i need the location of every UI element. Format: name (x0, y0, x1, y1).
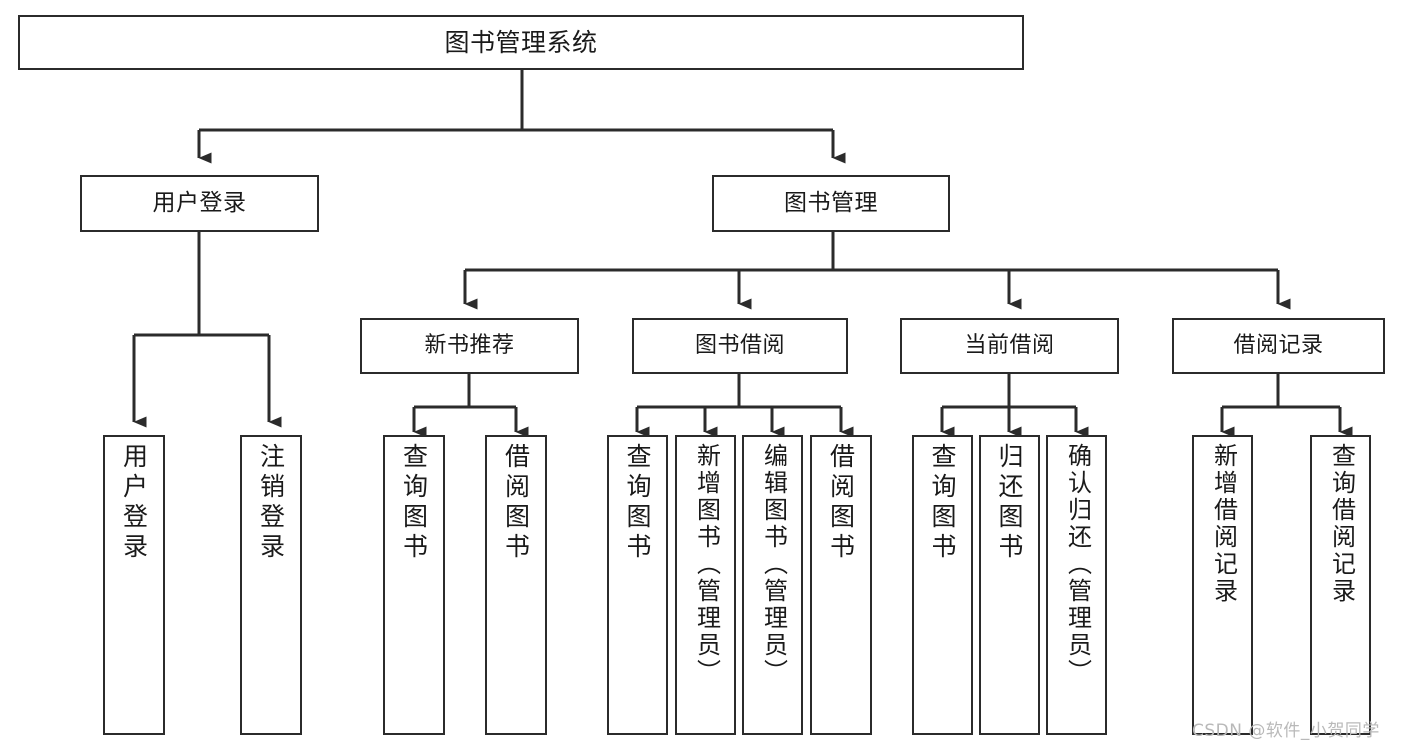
leaf-label: 借阅图书 (501, 443, 531, 563)
csdn-watermark: CSDN @软件_小贺同学 (1192, 721, 1380, 741)
leaf-logout-login[interactable]: 注销登录 (240, 435, 302, 735)
leaf-label: 确认归还（管理员） (1063, 443, 1092, 686)
node-book-management-system[interactable]: 图书管理系统 (18, 15, 1024, 70)
leaf-borrow-book[interactable]: 借阅图书 (810, 435, 872, 735)
node-label: 当前借阅 (964, 333, 1055, 359)
leaf-borrow-book-recommend[interactable]: 借阅图书 (485, 435, 547, 735)
leaf-label: 编辑图书（管理员） (759, 443, 788, 686)
node-borrow-record[interactable]: 借阅记录 (1172, 318, 1385, 374)
leaf-query-borrow-record[interactable]: 查询借阅记录 (1310, 435, 1371, 735)
leaf-label: 查询借阅记录 (1327, 443, 1356, 605)
node-new-book-recommend[interactable]: 新书推荐 (360, 318, 579, 374)
leaf-add-book-admin[interactable]: 新增图书（管理员） (675, 435, 736, 735)
node-label: 图书借阅 (694, 333, 785, 359)
leaf-return-book[interactable]: 归还图书 (979, 435, 1040, 735)
leaf-label: 用户登录 (119, 443, 149, 563)
node-current-borrow[interactable]: 当前借阅 (900, 318, 1119, 374)
leaf-label: 注销登录 (256, 443, 286, 563)
leaf-label: 新增图书（管理员） (692, 443, 721, 686)
node-book-borrow[interactable]: 图书借阅 (632, 318, 848, 374)
node-label: 图书管理系统 (444, 27, 598, 57)
leaf-query-book-borrow[interactable]: 查询图书 (607, 435, 668, 735)
leaf-edit-book-admin[interactable]: 编辑图书（管理员） (742, 435, 803, 735)
leaf-add-borrow-record[interactable]: 新增借阅记录 (1192, 435, 1253, 735)
leaf-label: 查询图书 (399, 443, 429, 563)
leaf-label: 归还图书 (995, 443, 1024, 563)
leaf-label: 借阅图书 (826, 443, 856, 563)
node-book-manage[interactable]: 图书管理 (712, 175, 950, 232)
node-user-login[interactable]: 用户登录 (80, 175, 319, 232)
leaf-label: 查询图书 (623, 443, 652, 563)
leaf-query-book-current[interactable]: 查询图书 (912, 435, 973, 735)
leaf-confirm-return-admin[interactable]: 确认归还（管理员） (1046, 435, 1107, 735)
node-label: 图书管理 (784, 189, 878, 216)
node-label: 借阅记录 (1233, 333, 1324, 359)
leaf-label: 查询图书 (928, 443, 957, 563)
node-label: 用户登录 (152, 189, 247, 216)
leaf-user-login[interactable]: 用户登录 (103, 435, 165, 735)
node-label: 新书推荐 (424, 333, 515, 359)
leaf-label: 新增借阅记录 (1209, 443, 1238, 605)
leaf-query-book-recommend[interactable]: 查询图书 (383, 435, 445, 735)
